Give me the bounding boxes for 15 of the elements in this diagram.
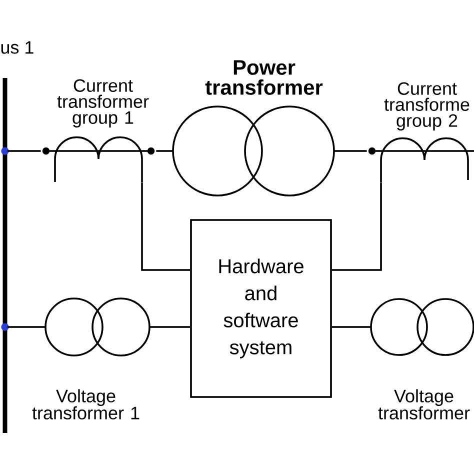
wire [156, 150, 173, 152]
system-box: Hardware and software system [190, 219, 332, 398]
bus-label: us 1 [1, 41, 34, 54]
transformer-label: Voltage transformer 1 [32, 389, 140, 420]
wire [150, 326, 190, 328]
transformer-label: Voltage transformer [378, 389, 470, 420]
wire [141, 182, 190, 271]
wire [7, 326, 46, 328]
wire [332, 326, 371, 328]
transformer-label: Power transformer [205, 60, 323, 95]
wire [7, 150, 41, 152]
transformer-label: Current transformer group 1 [57, 79, 149, 128]
transformer-label: Current transforme group 2 [384, 82, 470, 130]
wire [332, 182, 382, 271]
wire [334, 150, 367, 152]
